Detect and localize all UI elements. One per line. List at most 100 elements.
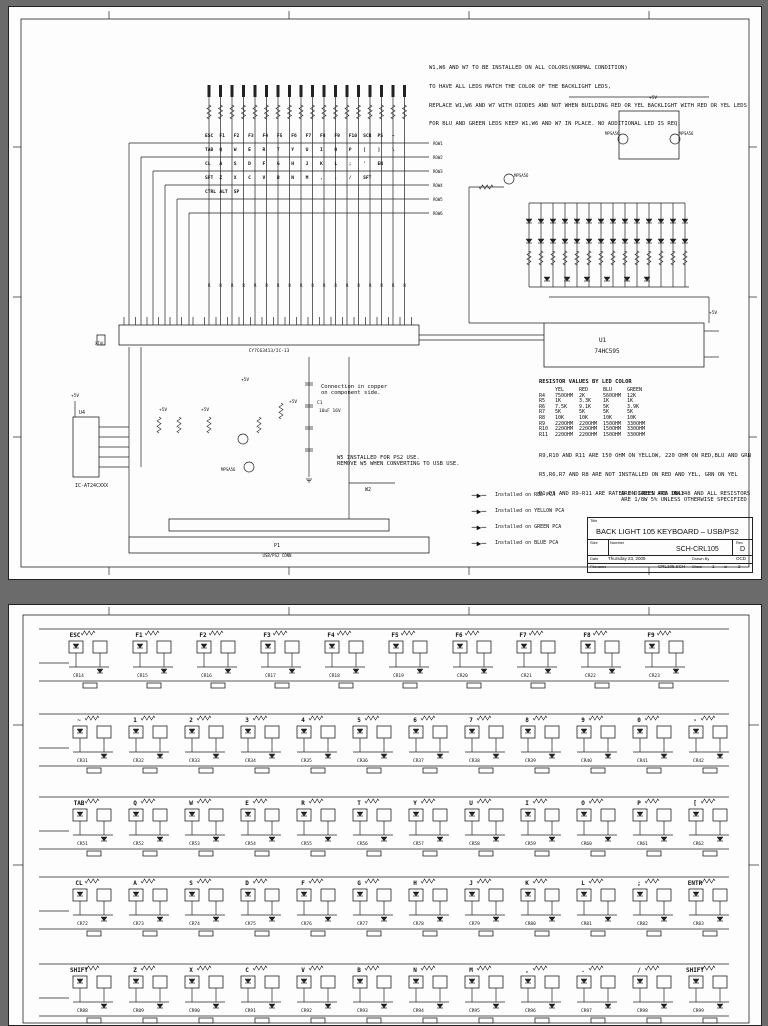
column-resistor (390, 104, 396, 120)
resistor-table-cell: 10K (627, 414, 637, 421)
key-label: E (248, 147, 251, 153)
column-bus-tab (422, 1017, 438, 1024)
pin-label: R (323, 283, 326, 288)
diode-label: CR96 (525, 1008, 536, 1014)
resistor-table-cell: 5K (603, 403, 610, 410)
pin-label: R (243, 283, 246, 288)
led-icon (597, 218, 605, 224)
resistor-table-cell: 10K (579, 414, 589, 421)
key-label: W (189, 800, 193, 807)
key-label: F2 (199, 632, 207, 639)
led-resistor (646, 250, 652, 266)
resistor-table-cell: 220OHM (579, 431, 598, 438)
column-resistor (286, 104, 293, 120)
led-package (152, 888, 168, 902)
switch-diode-icon (244, 978, 252, 984)
led-package (156, 640, 172, 654)
led-icon (212, 916, 220, 922)
column-bus-tab (254, 1017, 270, 1024)
ic-part-label: CY7C63413/IC-13 (249, 348, 290, 354)
column-resistor (263, 104, 270, 120)
column-bus-tab (590, 930, 606, 937)
led-icon (525, 238, 533, 244)
resistor-table-cell: R5 (539, 398, 546, 405)
led-icon (657, 238, 665, 244)
key-label: Z (219, 175, 222, 181)
led-resistor (252, 878, 268, 884)
resistor-table-cell: R10 (539, 426, 549, 433)
diode-label: CR42 (693, 758, 704, 764)
resistor-r3 (206, 416, 212, 434)
key-label: G (357, 880, 361, 887)
resistor-table-cell: YEL (555, 387, 565, 393)
key-label: R (263, 147, 266, 153)
transistor-q4-icon (237, 433, 249, 445)
led-resistor (196, 798, 212, 804)
led-package (488, 975, 504, 989)
column-bus-tab (366, 930, 382, 937)
key-label: F (263, 161, 266, 167)
key-label: H (291, 161, 294, 167)
switch-diode-icon (520, 643, 528, 649)
column-bus-tab (198, 1017, 214, 1024)
resistor-table-cell: R4 (539, 392, 546, 399)
key-label: O (334, 147, 337, 153)
column-bus-tab (466, 682, 482, 689)
cap-value: 10uF 16V (319, 408, 341, 414)
led-resistor (196, 715, 212, 721)
key-label: / (349, 175, 352, 181)
resistor-table-cell: 330OHM (627, 431, 646, 438)
led-icon (436, 1003, 444, 1009)
column-bus-tab (198, 767, 214, 774)
led-package (348, 640, 364, 654)
note-line: D1-D3 AND R9-R11 ARE RATED ON GREEN PCA … (539, 490, 685, 497)
microcontroller-u3 (118, 324, 420, 346)
column-header-pin (219, 85, 222, 97)
diode-label: CR40 (581, 758, 592, 764)
key-label: F6 (291, 133, 297, 139)
key-label: N (291, 175, 294, 181)
resistor-table-cell: 1K (555, 398, 562, 405)
led-icon (657, 218, 665, 224)
row-label: ROW1 (433, 141, 443, 146)
key-label: SHIFT (686, 967, 704, 974)
column-header-pin (345, 85, 349, 97)
column-bus-tab (422, 930, 438, 937)
drawing-number: SCH-CRL105 (676, 546, 719, 553)
column-bus-tab (534, 1017, 550, 1024)
key-label: SFT (363, 175, 372, 181)
led-resistor (528, 630, 544, 636)
key-label: U (306, 147, 309, 153)
led-icon (492, 916, 500, 922)
diode-label: CR99 (693, 1008, 704, 1014)
key-label: K (525, 880, 529, 887)
led-icon (224, 668, 232, 674)
led-package (376, 975, 392, 989)
switch-diode-icon (136, 643, 144, 649)
key-label: F (301, 880, 305, 887)
legend-item: ─▶─Installed on YELLOW PCA (469, 503, 564, 519)
note-line: REPLACE W1,W6 AND W7 WITH DIODES AND NOT… (429, 102, 747, 109)
column-header-pin (230, 85, 234, 97)
column-bus-tab (594, 682, 610, 689)
switch-diode-icon (580, 811, 588, 817)
switch-diode-icon (188, 728, 196, 734)
led-package (600, 808, 616, 822)
legend-label: Installed on YELLOW PCA (495, 508, 565, 514)
column-bus-tab (702, 1017, 718, 1024)
column-header-pin (253, 85, 257, 97)
led-icon (548, 753, 556, 759)
sheet-label: Sheet (692, 564, 703, 569)
resistor-table-cell: 10K (603, 414, 613, 421)
column-header-pin (276, 85, 280, 97)
sheet-number: 1 (712, 564, 715, 569)
key-label: F1 (135, 632, 143, 639)
resistor-table-cell: 7.5K (555, 403, 568, 410)
led-resistor (364, 878, 380, 884)
led-package (96, 725, 112, 739)
switch-diode-icon (132, 728, 140, 734)
legend-item: ─▶─Installed on GREEN PCA (469, 519, 564, 535)
ic-part-label: 74HC595 (594, 348, 620, 355)
key-label: M (469, 967, 473, 974)
